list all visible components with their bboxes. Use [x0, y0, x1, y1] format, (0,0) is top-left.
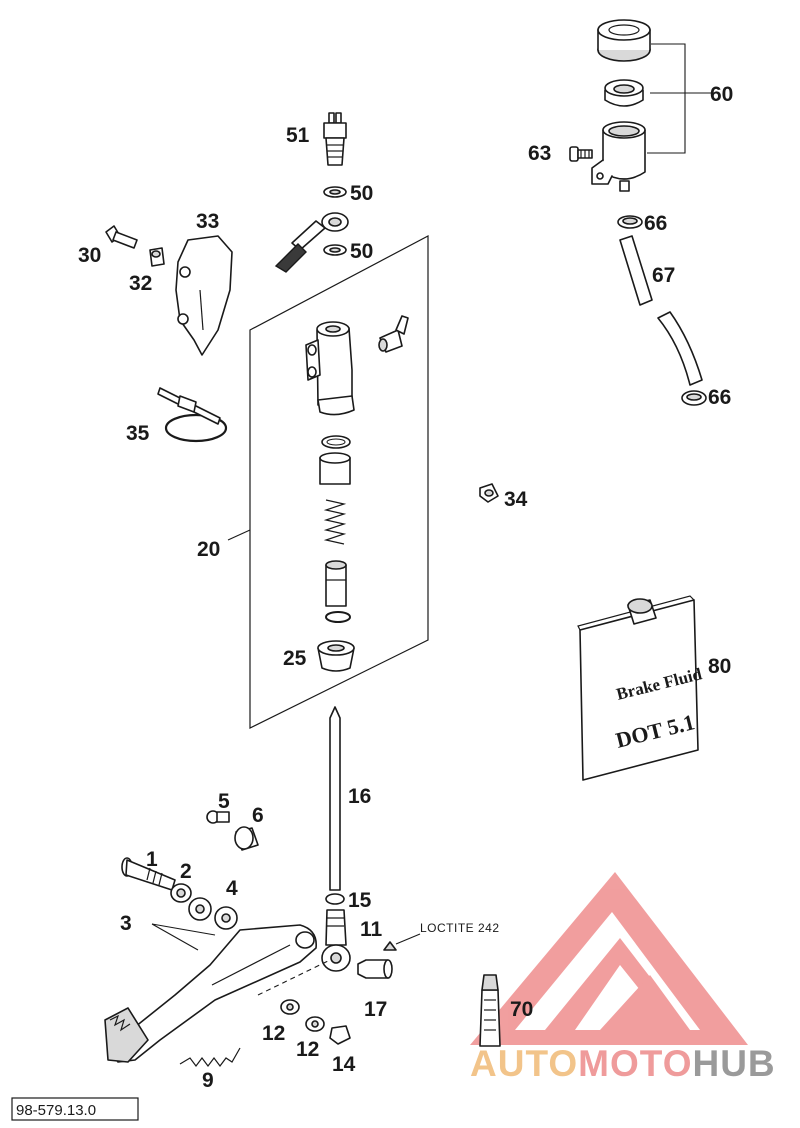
callout-50-b: 50 — [350, 240, 373, 263]
callout-25: 25 — [283, 647, 307, 670]
callout-9: 9 — [202, 1069, 214, 1092]
sleeve — [319, 452, 351, 485]
callout-66-b: 66 — [708, 386, 731, 409]
callout-1: 1 — [146, 848, 158, 871]
banjo-fitting — [274, 212, 349, 273]
nut-34 — [479, 483, 499, 503]
callout-3: 3 — [120, 912, 132, 935]
callout-2: 2 — [180, 860, 192, 883]
bolt-30 — [105, 225, 138, 249]
pushrod-16 — [329, 706, 341, 891]
callout-11: 11 — [360, 918, 383, 941]
bolt-1 — [121, 857, 176, 891]
callout-33: 33 — [196, 210, 219, 233]
hose-clamp-66-bottom — [681, 390, 707, 406]
watermark-moto: MOTO — [578, 1043, 692, 1084]
watermark-auto: AUTO — [470, 1043, 578, 1084]
master-cylinder-body — [305, 321, 355, 416]
callout-35: 35 — [126, 422, 150, 445]
spring-9 — [179, 1047, 241, 1067]
bearing-4b — [214, 906, 238, 930]
callout-30: 30 — [78, 244, 101, 267]
clevis-11 — [321, 909, 351, 972]
callout-12-b: 12 — [296, 1038, 319, 1061]
o-ring — [321, 435, 351, 449]
bolt-17 — [357, 959, 393, 979]
washer-2 — [170, 883, 192, 903]
callout-14: 14 — [332, 1053, 356, 1076]
callout-60: 60 — [710, 83, 733, 106]
nut-15 — [325, 893, 345, 905]
washer-50-top — [323, 186, 347, 198]
washer-12a — [280, 999, 300, 1015]
reservoir-cap — [597, 19, 651, 62]
bushing-6 — [234, 826, 259, 851]
loctite-drop — [383, 941, 397, 951]
washer-50-bottom — [323, 244, 347, 256]
callout-51: 51 — [286, 124, 310, 147]
svg-text:AUTOMOTOHUB: AUTOMOTOHUB — [470, 1043, 776, 1084]
hose-67-lower — [657, 311, 703, 386]
callout-17: 17 — [364, 998, 387, 1021]
hose-67-upper — [619, 235, 653, 306]
callout-16: 16 — [348, 785, 371, 808]
leader-60 — [647, 43, 716, 154]
leader-20 — [227, 529, 251, 541]
dust-boot-25 — [317, 640, 355, 672]
reference-number-box: 98-579.13.0 — [11, 1097, 139, 1121]
cover-33 — [175, 235, 233, 356]
brake-light-switch-51 — [323, 112, 347, 166]
nut-32 — [149, 247, 165, 267]
screw-63 — [569, 146, 593, 162]
circlip — [325, 611, 351, 623]
callout-6: 6 — [252, 804, 264, 827]
callout-20: 20 — [197, 538, 220, 561]
piston — [325, 560, 347, 607]
cable-tie-35 — [157, 387, 228, 443]
callout-4: 4 — [226, 877, 238, 900]
hose-clamp-66-top — [617, 215, 643, 229]
hose-connector-elbow — [378, 315, 409, 353]
leader-3 — [151, 923, 216, 951]
callout-50-a: 50 — [350, 182, 373, 205]
bearing-4a — [188, 897, 212, 921]
loctite-tube-70 — [479, 974, 501, 1047]
callout-67: 67 — [652, 264, 675, 287]
assembly-20-frame — [249, 235, 429, 729]
pedal-pivot-dash — [257, 959, 331, 996]
spring — [323, 499, 347, 545]
nut-14 — [329, 1025, 351, 1045]
callout-15: 15 — [348, 889, 372, 912]
reservoir-body — [591, 121, 646, 192]
leader-loctite — [395, 933, 421, 945]
callout-34: 34 — [504, 488, 528, 511]
brake-fluid-can-80: Brake Fluid DOT 5.1 — [577, 595, 704, 781]
loctite-242-label: LOCTITE 242 — [420, 921, 500, 935]
bolt-5 — [206, 810, 230, 824]
callout-5: 5 — [218, 790, 230, 813]
callout-63: 63 — [528, 142, 551, 165]
callout-80: 80 — [708, 655, 731, 678]
washer-12b — [305, 1016, 325, 1032]
callout-32: 32 — [129, 272, 152, 295]
callout-70: 70 — [510, 998, 533, 1021]
reference-number: 98-579.13.0 — [16, 1102, 96, 1119]
reservoir-diaphragm — [604, 79, 644, 107]
brake-pedal-3 — [104, 924, 317, 1063]
watermark-text: AUTOMOTOHUB — [470, 1043, 776, 1084]
callout-12-a: 12 — [262, 1022, 285, 1045]
callout-66-a: 66 — [644, 212, 667, 235]
watermark-hub: HUB — [692, 1043, 775, 1084]
